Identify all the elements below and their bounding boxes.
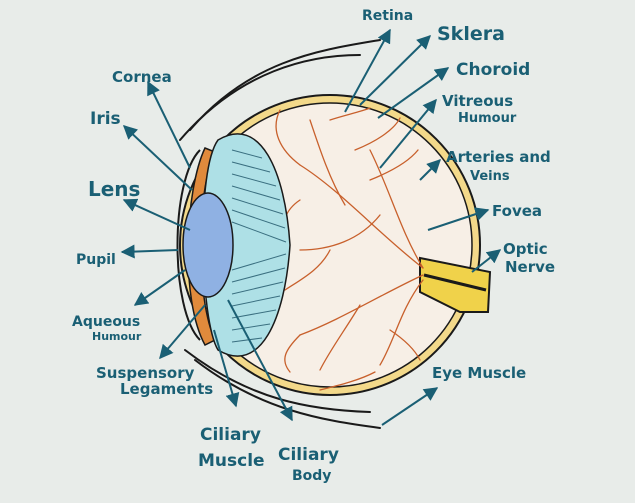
label-cornea: Cornea xyxy=(112,68,172,86)
label-choroid: Choroid xyxy=(456,60,530,80)
arrow-icon xyxy=(120,244,179,259)
arrow-icon xyxy=(381,387,439,426)
optic-nerve-core xyxy=(423,273,487,292)
arrow-icon xyxy=(213,329,240,408)
label-optic-2: Nerve xyxy=(505,258,555,276)
arrow-icon xyxy=(377,67,450,119)
label-suspensory-2: Legaments xyxy=(120,380,213,398)
label-pupil: Pupil xyxy=(76,252,116,268)
arrow-icon xyxy=(379,98,437,169)
label-aqueous-2: Humour xyxy=(92,330,142,343)
label-ciliary-muscle: Ciliary xyxy=(200,425,261,445)
arrow-icon xyxy=(359,35,431,106)
label-vitreous: Vitreous xyxy=(442,92,513,110)
label-iris: Iris xyxy=(90,109,121,129)
arrow-icon xyxy=(122,198,191,231)
arrows xyxy=(120,28,502,426)
arrow-icon xyxy=(227,299,293,422)
label-ciliary-body: Ciliary xyxy=(278,445,339,465)
label-arteries: Arteries and xyxy=(446,148,551,166)
arrow-icon xyxy=(427,207,490,231)
label-sklera: Sklera xyxy=(437,23,505,45)
arrow-icon xyxy=(344,28,391,113)
blood-vessels xyxy=(275,107,424,391)
arrow-icon xyxy=(122,125,193,191)
label-eye-muscle: Eye Muscle xyxy=(432,364,526,382)
label-arteries-2: Veins xyxy=(470,169,510,184)
arrow-icon xyxy=(133,269,186,306)
label-ciliary-muscle-2: Muscle xyxy=(198,451,265,471)
label-lens: Lens xyxy=(88,177,140,201)
ciliary-lines xyxy=(231,149,287,343)
label-suspensory: Suspensory xyxy=(96,364,195,382)
label-retina: Retina xyxy=(362,8,413,24)
label-optic: Optic xyxy=(503,240,548,258)
label-aqueous: Aqueous xyxy=(72,314,140,330)
label-ciliary-body-2: Body xyxy=(292,468,331,484)
labels: Retina Sklera Choroid Vitreous Humour Ar… xyxy=(72,8,555,484)
arrow-icon xyxy=(159,304,206,360)
arrow-icon xyxy=(147,80,191,169)
arrow-icon xyxy=(471,249,502,273)
label-vitreous-2: Humour xyxy=(458,111,517,126)
arrow-icon xyxy=(419,159,441,181)
cornea-shape xyxy=(176,149,201,341)
lens-shape xyxy=(182,192,234,298)
label-fovea: Fovea xyxy=(492,202,542,220)
